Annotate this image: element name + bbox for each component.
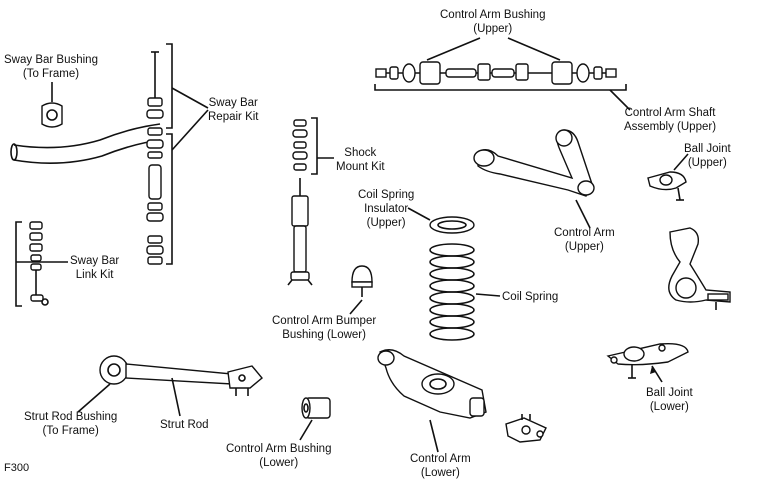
ball-joint-upper-part [647,153,689,201]
ball-joint-lower-part [606,342,689,383]
strut-rod-part [77,355,263,417]
label-control-arm-bushing-upper: Control Arm Bushing(Upper) [440,9,546,35]
sway-bar-repair-kit-part [146,43,209,265]
control-arm-bumper-bushing-part [351,265,373,297]
sway-bar-part [10,123,161,164]
control-arm-bushing-lower-part [301,397,331,419]
label-ball-joint-lower: Ball Joint(Lower) [646,387,693,413]
figure-id: F300 [4,462,30,474]
label-control-arm-bushing-lower: Control Arm Bushing(Lower) [226,443,332,469]
control-arm-shaft-assembly-part [374,37,631,111]
steering-knuckle-part [668,227,731,310]
label-sway-bar-bushing: Sway Bar Bushing(To Frame) [4,54,98,80]
label-strut-rod-bushing: Strut Rod Bushing(To Frame) [24,411,118,437]
label-control-arm-lower: Control Arm(Lower) [410,453,471,479]
control-arm-lower-part [377,349,487,453]
sway-bar-link-kit-part [15,221,68,307]
coil-spring-insulator-part [407,207,475,234]
lower-bracket-part [505,414,547,443]
label-coil-spring: Coil Spring [502,291,559,303]
shock-absorber-part [287,178,313,286]
control-arm-upper-part [473,129,595,229]
label-ball-joint-upper: Ball Joint(Upper) [684,143,731,169]
sway-bar-bushing-part [41,102,63,128]
leader-lines [51,82,363,441]
coil-spring-part [429,243,501,341]
shock-mount-kit-part [292,117,334,175]
label-control-arm-upper: Control Arm(Upper) [554,227,615,253]
label-strut-rod: Strut Rod [160,419,209,431]
